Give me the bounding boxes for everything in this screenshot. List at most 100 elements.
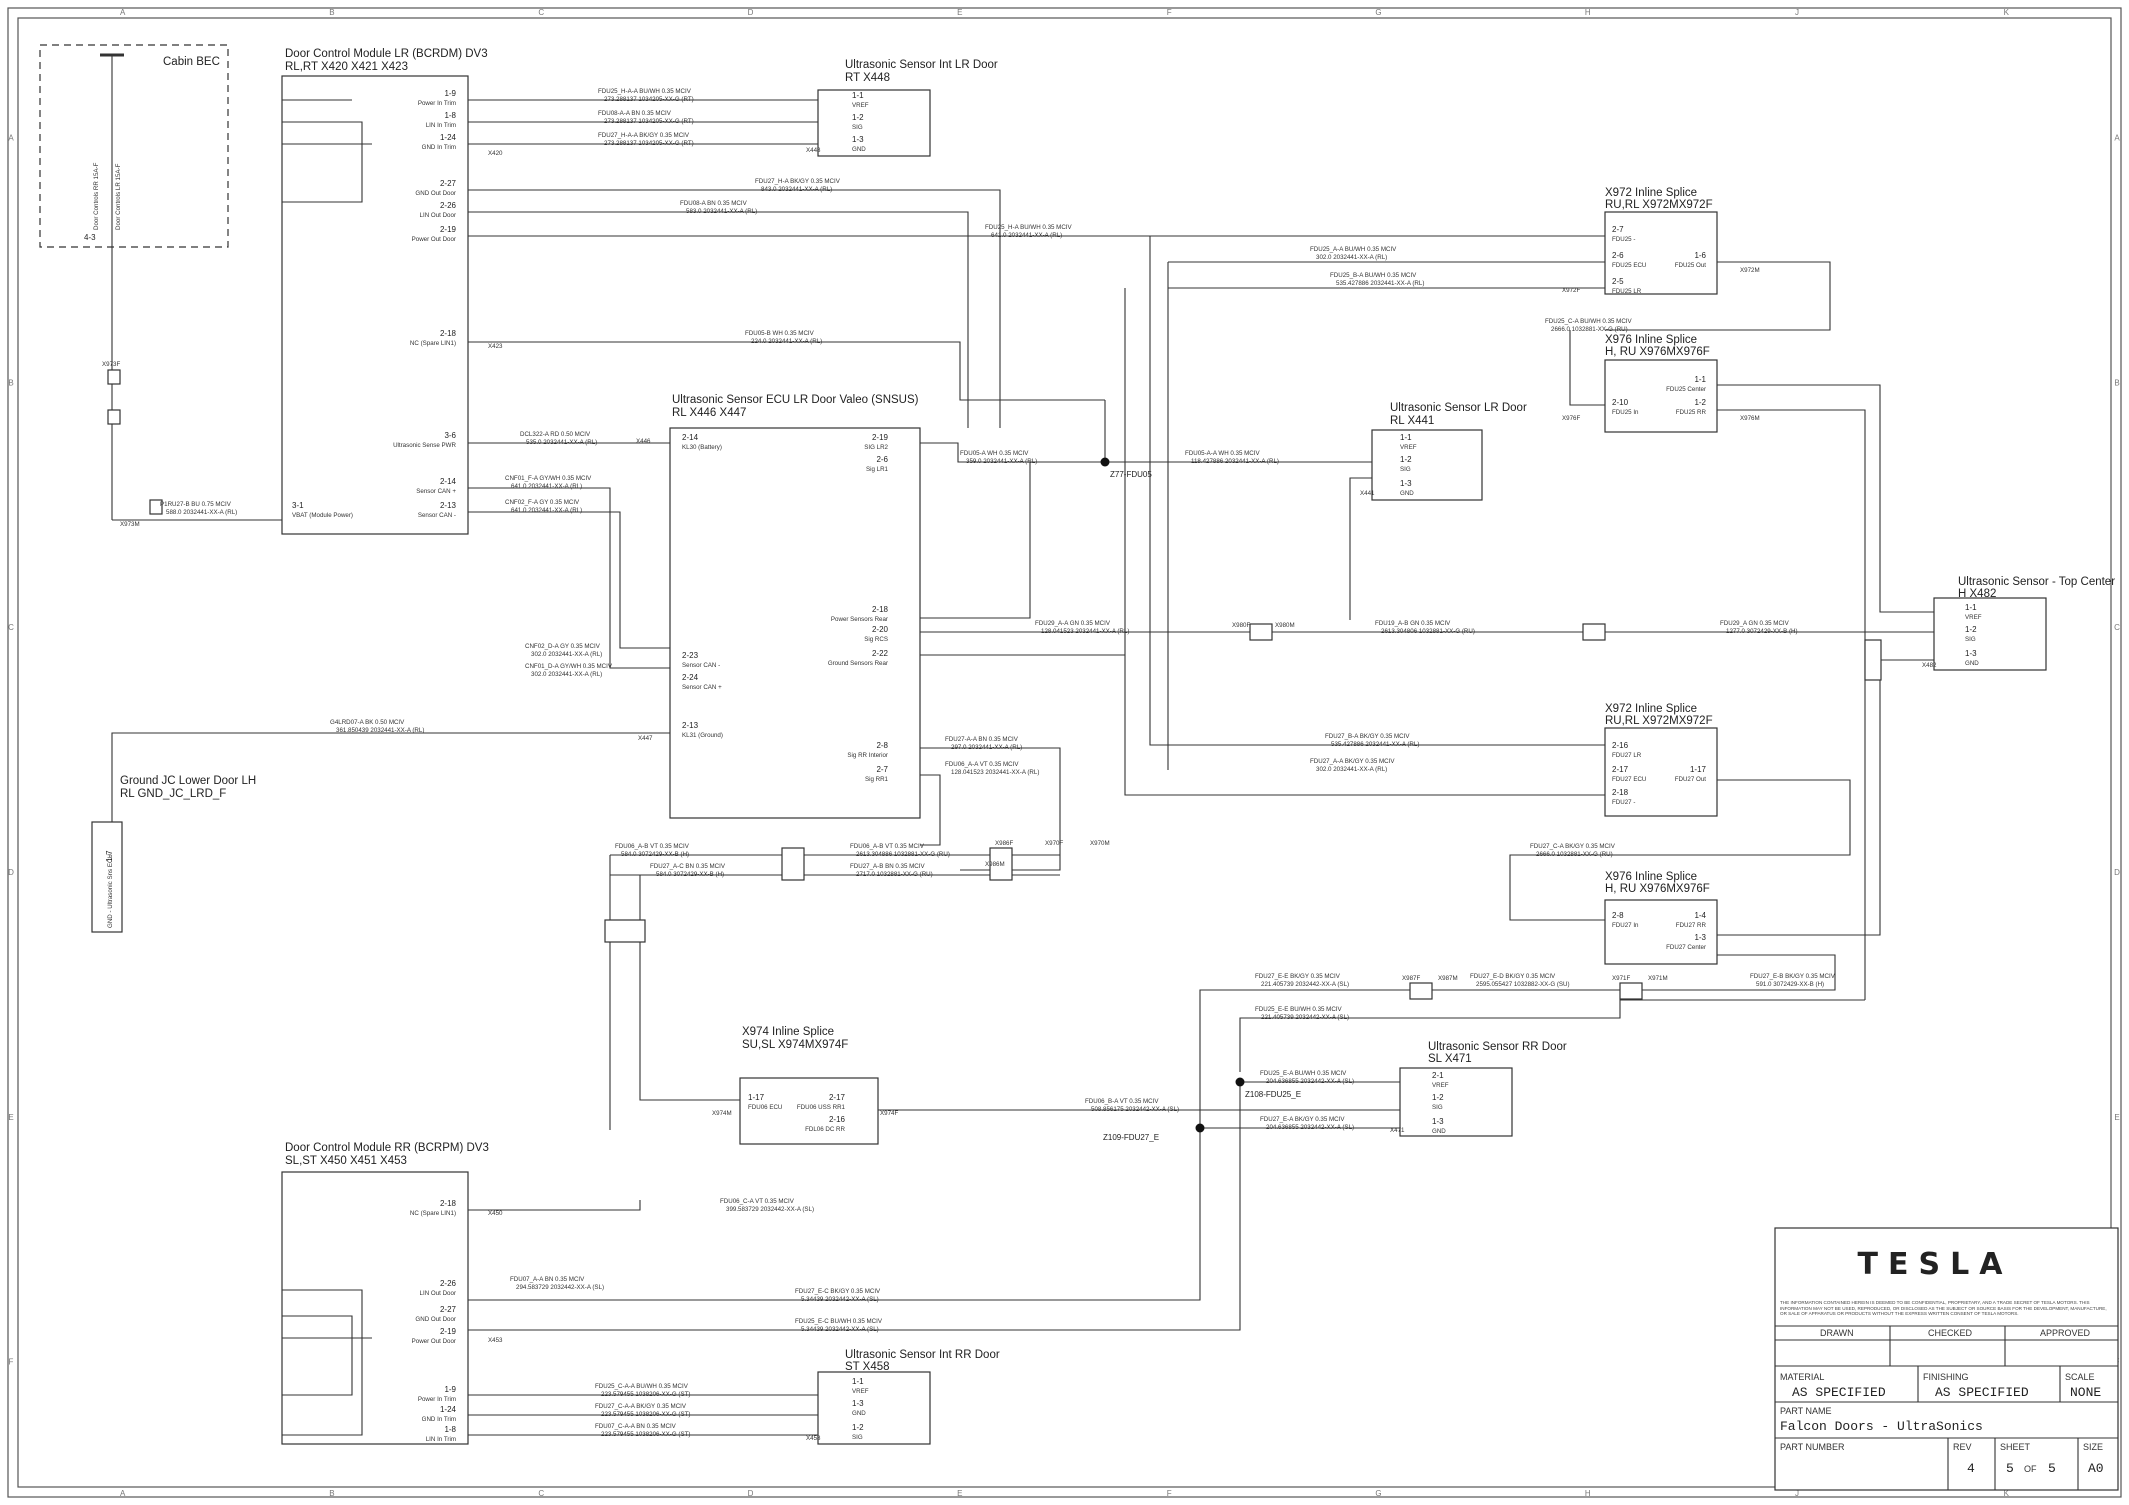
x976-bot-subtitle: H, RU X976MX976F [1605,883,1710,895]
pin-name: Power In Trim [418,100,456,107]
pin-name: Power Out Door [412,236,456,243]
ground-jc-connector[interactable] [91,821,123,933]
finishing-label: FINISHING [1923,1372,1969,1382]
bcrpm-module[interactable] [281,1171,469,1445]
x976-splice-top[interactable] [1604,359,1718,433]
wire-label: FDU06_C-A VT 0.35 MCIV [720,1198,795,1205]
wire-label-detail: 535.0 2032441-XX-A (RL) [526,439,597,446]
cabin-bec-pin: 4-3 [84,233,96,242]
us-int-rr-subtitle: ST X458 [845,1361,890,1373]
wire-label-detail: 223.579455 1038206-XX-G (ST) [601,1431,690,1438]
pin-number: 2-18 [872,605,889,614]
pin-name: FDU27 ECU [1612,776,1646,783]
wire-label-detail: 5.34439 2032442-XX-A (SL) [801,1296,879,1303]
snsus-ecu[interactable] [669,427,921,819]
connector-tag: X482 [1922,662,1937,669]
pin-name: GND [852,1410,866,1417]
pin-number: 1-8 [444,111,456,120]
grid-col-label-top: F [1167,8,1172,17]
connector-tag: X974M [712,1110,732,1117]
wire-label: CNF02_F-A GY 0.35 MCIV [505,499,580,506]
us-int-rr-sensor[interactable] [817,1371,931,1445]
pin-number: 2-18 [1612,788,1629,797]
bcrdm-module[interactable] [281,75,469,535]
wire-label: FDU25_E-A BU/WH 0.35 MCIV [1260,1070,1347,1077]
wire-label-detail: 297.0 2032441-XX-A (RL) [951,744,1022,751]
grid-row-label-right: E [2114,1113,2119,1122]
connector-tag: X441 [1360,490,1375,497]
connector-tag: X972M [1740,267,1760,274]
pin-name: Power Sensors Rear [831,616,888,623]
x971-inline-connector [604,919,646,943]
pin-number: 2-18 [440,1199,457,1208]
wire-label-detail: 361.850439 2032441-XX-A (RL) [336,727,424,734]
wire-label: FDU27_C-A BK/GY 0.35 MCIV [1530,843,1616,850]
wire-label: FDU06_A-B VT 0.35 MCIV [615,843,690,850]
pin-number: 2-23 [682,651,699,660]
pin-number: 2-8 [876,741,888,750]
pin-name: Sig RR1 [865,776,889,783]
x976-splice-bottom[interactable] [1604,899,1718,965]
us-int-lr-sensor[interactable] [817,89,931,157]
wire-label: FDU05-A-A WH 0.35 MCIV [1185,450,1260,457]
wire-label-detail: 224.0 2032441-XX-A (RL) [751,338,822,345]
wire-label: FDU25_H-A-A BU/WH 0.35 MCIV [598,88,692,95]
grid-col-label-top: K [2004,8,2010,17]
size-label: SIZE [2083,1442,2103,1452]
splice-node-z77 [1100,457,1110,467]
grid-row-label-right: D [2114,868,2120,877]
pin-number: 2-7 [876,765,888,774]
grid-row-label-left: D [8,868,14,877]
pin-number: 1-1 [1965,603,1977,612]
connector-tag: X446 [636,438,651,445]
grid-col-label-bottom: A [120,1489,126,1498]
wire-label-detail: 294.583729 2032442-XX-A (SL) [516,1284,604,1291]
connector-tag: X974F [880,1110,898,1117]
pin-number: 2-7 [1612,225,1624,234]
wire-label-detail: 591.0 3072429-XX-B (H) [1756,981,1824,988]
wire-label-detail: 584.0 3072429-XX-B (H) [656,871,724,878]
x972-splice-top[interactable] [1604,211,1718,295]
connector-tag: X420 [488,150,503,157]
pin-number: 1-4 [1694,911,1706,920]
wire-label: FDU27_E-B BK/GY 0.35 MCIV [1750,973,1836,980]
x973f-connector [107,409,121,425]
pin-number: 2-17 [1612,765,1629,774]
wire-label-detail: 508.856175 2032442-XX-A (SL) [1091,1106,1179,1113]
us-rr-sensor[interactable] [1399,1067,1513,1137]
x987-inline-connector [1409,982,1433,1000]
pin-name: LIN Out Door [420,1290,456,1297]
splice-node-z77-label: Z77-FDU05 [1110,470,1152,479]
pin-number: 2-26 [440,1279,457,1288]
pin-name: Power In Trim [418,1396,456,1403]
us-lr-sensor[interactable] [1371,429,1483,501]
us-top-center-sensor[interactable] [1933,597,2047,671]
pin-number: 2-17 [829,1093,846,1102]
wire-label: FDU27-A-A BN 0.35 MCIV [945,736,1019,743]
grid-col-label-top: E [957,8,962,17]
scale-label: SCALE [2065,1372,2095,1382]
wire-label: DCL322-A RD 0.50 MCIV [520,431,591,438]
x973m-connector [107,369,121,385]
pin-name: GND Out Door [415,190,456,197]
pin-name: FDU06 USS RR1 [797,1104,846,1111]
cabin-bec-box [39,44,229,248]
part-name-value: Falcon Doors - UltraSonics [1780,1419,1983,1434]
pin-number: 2-19 [440,225,457,234]
x972-splice-bottom[interactable] [1604,727,1718,817]
pin-number: 1-24 [440,1405,457,1414]
wire-label: FDU25_E-E BU/WH 0.35 MCIV [1255,1006,1343,1013]
grid-col-label-top: D [748,8,754,17]
wire-label-detail: 302.0 2032441-XX-A (RL) [531,671,602,678]
wire-label-detail: 302.0 2032441-XX-A (RL) [1316,766,1387,773]
wire-label: FDU08-A BN 0.35 MCIV [680,200,748,207]
grid-row-label-left: C [8,623,14,632]
grid-col-label-bottom: B [329,1489,334,1498]
x974-splice[interactable] [739,1077,879,1145]
ground-jc-pin: 1-7 [105,850,114,862]
wire-label-detail: 1277.0 3072429-XX-B (H) [1726,628,1798,635]
